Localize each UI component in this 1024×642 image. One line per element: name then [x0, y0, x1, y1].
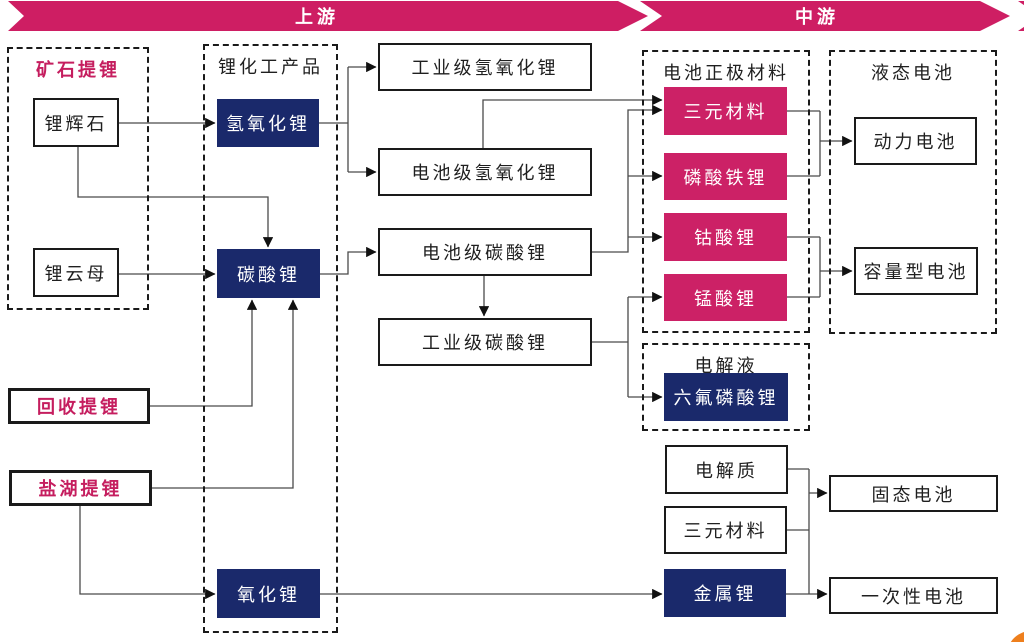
- group-liquid-title: 液态电池: [871, 63, 955, 83]
- node-lithium-hydroxide: 氢氧化锂: [217, 99, 319, 147]
- node-lithium-metal: 金属锂: [664, 569, 786, 617]
- banner-midstream-label: 中游: [795, 7, 839, 27]
- node-recycle-extraction: 回收提锂: [8, 388, 150, 424]
- banner-midstream: 中游: [640, 1, 1010, 31]
- node-spodumene: 锂辉石: [33, 98, 119, 147]
- node-electrolyte: 电解质: [665, 445, 788, 494]
- logo-mark: [1007, 631, 1024, 642]
- banner-upstream-label: 上游: [295, 7, 339, 27]
- node-capacity-battery: 容量型电池: [854, 247, 978, 295]
- group-cathode-materials: 电池正极材料: [642, 50, 810, 333]
- group-electrolyte-title: 电解液: [694, 356, 758, 376]
- node-ternary-material: 三元材料: [664, 87, 787, 135]
- node-industrial-li2co3: 工业级碳酸锂: [378, 318, 592, 366]
- node-battery-li2co3: 电池级碳酸锂: [378, 228, 592, 276]
- node-battery-lioh: 电池级氢氧化锂: [378, 148, 592, 196]
- group-chem-title: 锂化工产品: [218, 57, 323, 77]
- group-ore-extraction: 矿石提锂: [7, 47, 149, 310]
- node-solid-state-battery: 固态电池: [829, 475, 998, 512]
- node-lithium-carbonate: 碳酸锂: [217, 249, 320, 298]
- node-lithium-oxide: 氧化锂: [217, 569, 320, 618]
- node-lithium-cobalt-oxide: 钴酸锂: [664, 213, 787, 261]
- node-industrial-lioh: 工业级氢氧化锂: [378, 43, 592, 91]
- group-liquid-battery: 液态电池: [829, 50, 997, 334]
- node-salt-lake-extraction: 盐湖提锂: [9, 470, 152, 506]
- group-cathode-title: 电池正极材料: [663, 63, 789, 83]
- node-lipf6: 六氟磷酸锂: [664, 373, 788, 421]
- node-lithium-iron-phosphate: 磷酸铁锂: [664, 153, 787, 200]
- banner-upstream: 上游: [8, 1, 648, 31]
- group-ore-title: 矿石提锂: [36, 60, 120, 80]
- node-ternary-material-2: 三元材料: [664, 506, 787, 554]
- group-lithium-chemicals: 锂化工产品: [203, 44, 338, 633]
- node-lepidolite: 锂云母: [33, 248, 119, 297]
- node-primary-battery: 一次性电池: [829, 577, 998, 614]
- node-power-battery: 动力电池: [854, 117, 977, 165]
- node-lithium-manganate: 锰酸锂: [664, 274, 787, 321]
- group-electrolyte: 电解液: [642, 343, 810, 431]
